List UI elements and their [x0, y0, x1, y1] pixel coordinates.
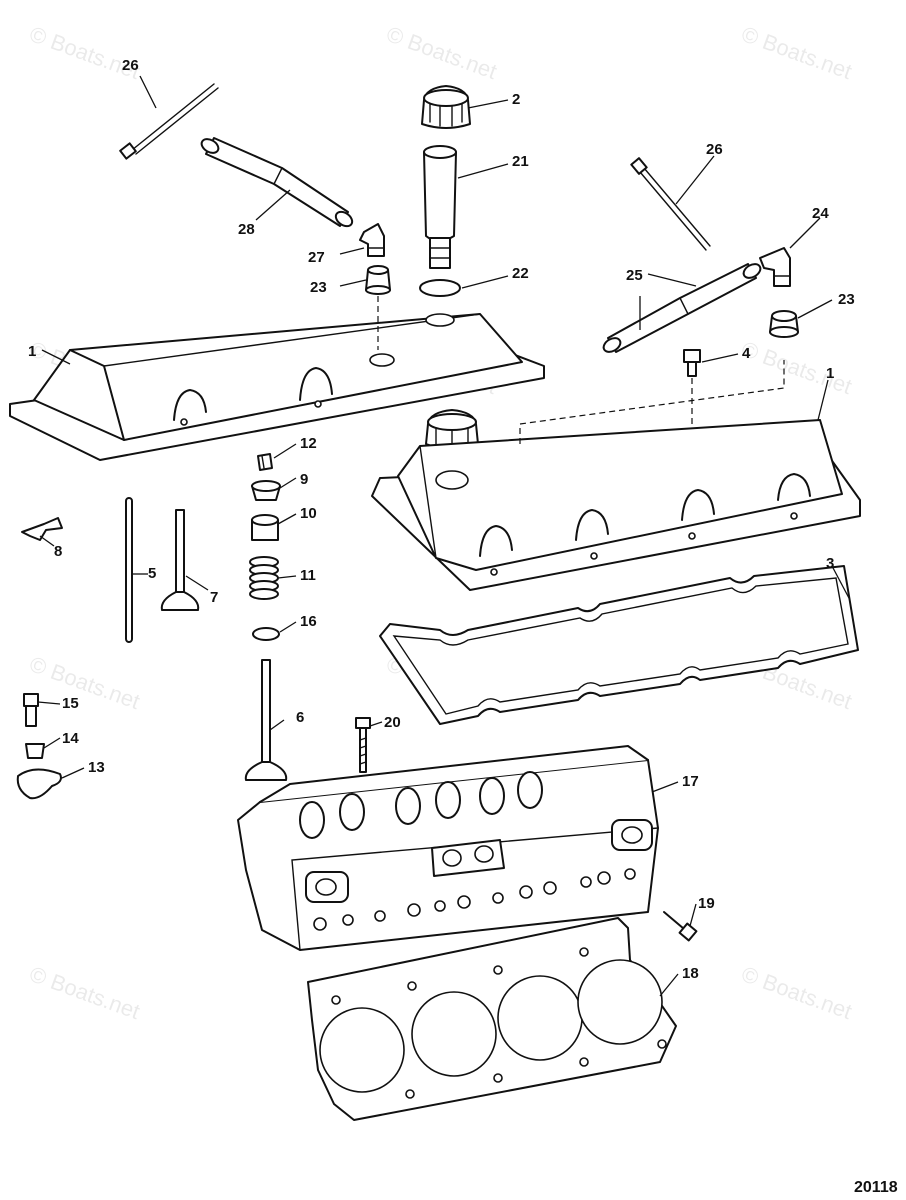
watermark: © Boats.net [738, 961, 855, 1024]
callout-24: 24 [812, 205, 829, 222]
callout-19: 19 [698, 895, 715, 912]
part-elbow-fitting-left [359, 223, 385, 257]
part-head-bolt [355, 717, 371, 773]
part-valve-keeper [257, 453, 273, 471]
callout-1-right: 1 [826, 365, 834, 382]
callout-10: 10 [300, 505, 317, 522]
callout-26-left: 26 [122, 57, 139, 74]
watermark: © Boats.net [383, 21, 500, 84]
part-pivot-ball [25, 743, 45, 759]
part-pushrod [125, 497, 133, 643]
part-oil-cap-top [421, 85, 471, 129]
part-cylinder-head [237, 745, 659, 951]
part-clip [21, 517, 63, 541]
part-valve-cover-right [371, 360, 861, 591]
part-gasket [379, 565, 859, 725]
part-rocker-arm [16, 768, 62, 800]
part-oil-cap-lower [425, 409, 479, 450]
part-fill-tube [423, 145, 457, 269]
callout-23-right: 23 [838, 291, 855, 308]
callout-5: 5 [148, 565, 156, 582]
part-hose-left [200, 137, 354, 228]
callout-15: 15 [62, 695, 79, 712]
part-bolt-right [630, 157, 711, 251]
part-hose-right [602, 263, 762, 353]
callout-21: 21 [512, 153, 529, 170]
callout-18: 18 [682, 965, 699, 982]
part-rocker-stud [23, 693, 39, 727]
part-head-gasket [307, 917, 677, 1121]
callout-1-left: 1 [28, 343, 36, 360]
callout-4: 4 [742, 345, 751, 362]
callout-3: 3 [826, 555, 834, 572]
callout-12: 12 [300, 435, 317, 452]
part-valve-spring [249, 556, 279, 600]
part-valve-exhaust [160, 509, 200, 611]
callout-14: 14 [62, 730, 79, 747]
callout-22: 22 [512, 265, 529, 282]
part-grommet-right [769, 310, 799, 338]
part-grommet-left [365, 265, 391, 295]
part-cover-bolt [663, 911, 698, 942]
callouts: 26 2 21 26 24 28 27 22 25 23 23 1 4 1 12… [28, 57, 855, 982]
callout-8: 8 [54, 543, 62, 560]
callout-9: 9 [300, 471, 308, 488]
callout-6: 6 [296, 709, 304, 726]
watermark: © Boats.net [738, 336, 855, 399]
part-elbow-fitting-right [759, 247, 791, 287]
callout-7: 7 [210, 589, 218, 606]
part-valve-intake [244, 659, 288, 781]
callout-23-left: 23 [310, 279, 327, 296]
part-washer [252, 627, 280, 641]
callout-26-right: 26 [706, 141, 723, 158]
part-valve-retainer [251, 480, 281, 501]
leader-lines [37, 75, 851, 997]
callout-11: 11 [300, 567, 316, 584]
watermark: © Boats.net [738, 21, 855, 84]
callout-13: 13 [88, 759, 105, 776]
callout-17: 17 [682, 773, 699, 790]
part-bolt-left [119, 83, 219, 160]
callout-20: 20 [384, 714, 401, 731]
part-valve-cover-left [9, 296, 545, 461]
watermark: © Boats.net [26, 21, 143, 84]
callout-2-top: 2 [512, 91, 520, 108]
diagram-code: 20118 [854, 1179, 898, 1196]
part-o-ring [419, 279, 461, 297]
watermark: © Boats.net [26, 961, 143, 1024]
watermark: © Boats.net [26, 651, 143, 714]
callout-27: 27 [308, 249, 325, 266]
callout-16: 16 [300, 613, 317, 630]
callout-28: 28 [238, 221, 255, 238]
part-valve-seal [251, 514, 279, 541]
callout-25: 25 [626, 267, 643, 284]
